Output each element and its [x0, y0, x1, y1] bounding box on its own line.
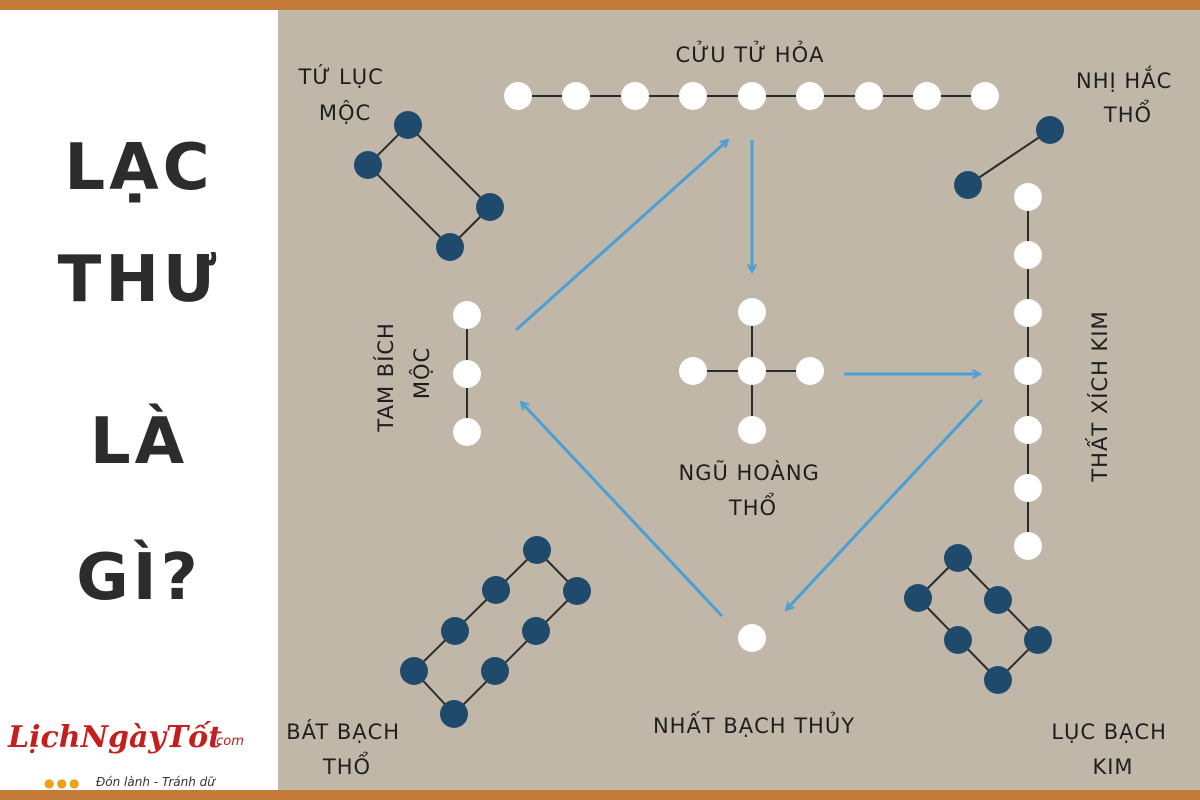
- connector-line: [407, 124, 491, 208]
- label-nhat-bach-thuy: NHẤT BẠCH THỦY: [653, 711, 855, 738]
- yang-dot: [1014, 241, 1042, 269]
- label-tam-bich-moc: TAM BÍCH MỘC: [373, 314, 434, 432]
- connector-line: [967, 129, 1051, 186]
- label-that-xich-kim: THẤT XÍCH KIM: [1085, 310, 1112, 482]
- yin-dot: [984, 586, 1012, 614]
- yang-dot: [855, 82, 883, 110]
- diagram-canvas: CỬU TỬ HỎA TỨ LỤC MỘC NHỊ HẮC THỔ TAM BÍ…: [286, 40, 1180, 779]
- connector-line: [453, 590, 578, 715]
- yin-dot: [354, 151, 382, 179]
- logo-wordmark: LịchNgàyTốt: [8, 720, 223, 755]
- title-line-1: LẠC: [64, 131, 214, 205]
- number-groups: [354, 82, 1064, 728]
- yang-dot: [1014, 532, 1042, 560]
- yang-dot: [679, 82, 707, 110]
- logo-dots-icon: ●●●: [44, 776, 82, 790]
- yin-dot: [441, 617, 469, 645]
- yang-dot: [679, 357, 707, 385]
- bottom-border: [0, 790, 1200, 800]
- group-luc-bach-kim: [904, 544, 1052, 694]
- yin-dot: [481, 657, 509, 685]
- top-border: [0, 0, 1200, 10]
- yang-dot: [562, 82, 590, 110]
- title-line-4: GÌ?: [76, 541, 202, 615]
- yin-dot: [482, 576, 510, 604]
- connector-line: [367, 164, 451, 248]
- yang-dot: [1014, 299, 1042, 327]
- flow-arrow: [514, 140, 728, 332]
- flow-arrow: [786, 398, 984, 610]
- yin-dot: [1024, 626, 1052, 654]
- group-nhi-hac-tho: [954, 116, 1064, 199]
- label-tu-luc-moc: TỨ LỤC MỘC: [298, 64, 392, 125]
- yang-dot: [1014, 183, 1042, 211]
- yang-dot: [453, 418, 481, 446]
- group-ngu-hoang-tho: [679, 298, 824, 444]
- label-luc-bach-kim: LỤC BẠCH KIM: [1051, 720, 1174, 779]
- logo-suffix: .com: [212, 734, 244, 749]
- yin-dot: [436, 233, 464, 261]
- yin-dot: [984, 666, 1012, 694]
- yang-dot: [738, 298, 766, 326]
- yin-dot: [476, 193, 504, 221]
- yin-dot: [1036, 116, 1064, 144]
- group-that-xich-kim: [1014, 183, 1042, 560]
- yin-dot: [522, 617, 550, 645]
- label-ngu-hoang-tho: NGŨ HOÀNG THỔ: [678, 459, 827, 520]
- yin-dot: [944, 544, 972, 572]
- yin-dot: [440, 700, 468, 728]
- label-bat-bach-tho: BÁT BẠCH THỔ: [286, 719, 408, 779]
- flow-arrow: [521, 402, 724, 618]
- yang-dot: [1014, 357, 1042, 385]
- yang-dot: [796, 357, 824, 385]
- label-nhi-hac-tho: NHỊ HẮC THỔ: [1076, 65, 1180, 127]
- yin-dot: [394, 111, 422, 139]
- yang-dot: [971, 82, 999, 110]
- yang-dot: [738, 624, 766, 652]
- connector-line: [413, 549, 538, 672]
- group-tu-luc-moc: [354, 111, 504, 261]
- site-logo[interactable]: LịchNgàyTốt .com ●●● Đón lành - Tránh dữ: [8, 716, 270, 796]
- group-cuu-tu-hoa: [504, 82, 999, 110]
- yin-dot: [563, 577, 591, 605]
- yin-dot: [523, 536, 551, 564]
- group-bat-bach-tho: [400, 536, 591, 728]
- yang-dot: [738, 82, 766, 110]
- yang-dot: [1014, 474, 1042, 502]
- title-line-3: LÀ: [89, 405, 189, 479]
- yang-dot: [738, 416, 766, 444]
- lac-thu-diagram: CỬU TỬ HỎA TỨ LỤC MỘC NHỊ HẮC THỔ TAM BÍ…: [278, 10, 1200, 790]
- yang-dot: [738, 357, 766, 385]
- group-tam-bich-moc: [453, 301, 481, 446]
- yin-dot: [944, 626, 972, 654]
- yang-dot: [1014, 416, 1042, 444]
- yin-dot: [400, 657, 428, 685]
- yang-dot: [453, 301, 481, 329]
- yang-dot: [796, 82, 824, 110]
- title-line-2: THƯ: [57, 243, 221, 317]
- group-nhat-bach-thuy: [738, 624, 766, 652]
- yin-dot: [904, 584, 932, 612]
- flow-arrows: [514, 140, 984, 618]
- title-panel: LẠC THƯ LÀ GÌ? LịchNgàyTốt .com ●●● Đón …: [0, 10, 278, 790]
- yang-dot: [621, 82, 649, 110]
- yang-dot: [913, 82, 941, 110]
- yang-dot: [504, 82, 532, 110]
- yang-dot: [453, 360, 481, 388]
- logo-tagline: Đón lành - Tránh dữ: [96, 775, 215, 789]
- yin-dot: [954, 171, 982, 199]
- label-cuu-tu-hoa: CỬU TỬ HỎA: [676, 40, 825, 67]
